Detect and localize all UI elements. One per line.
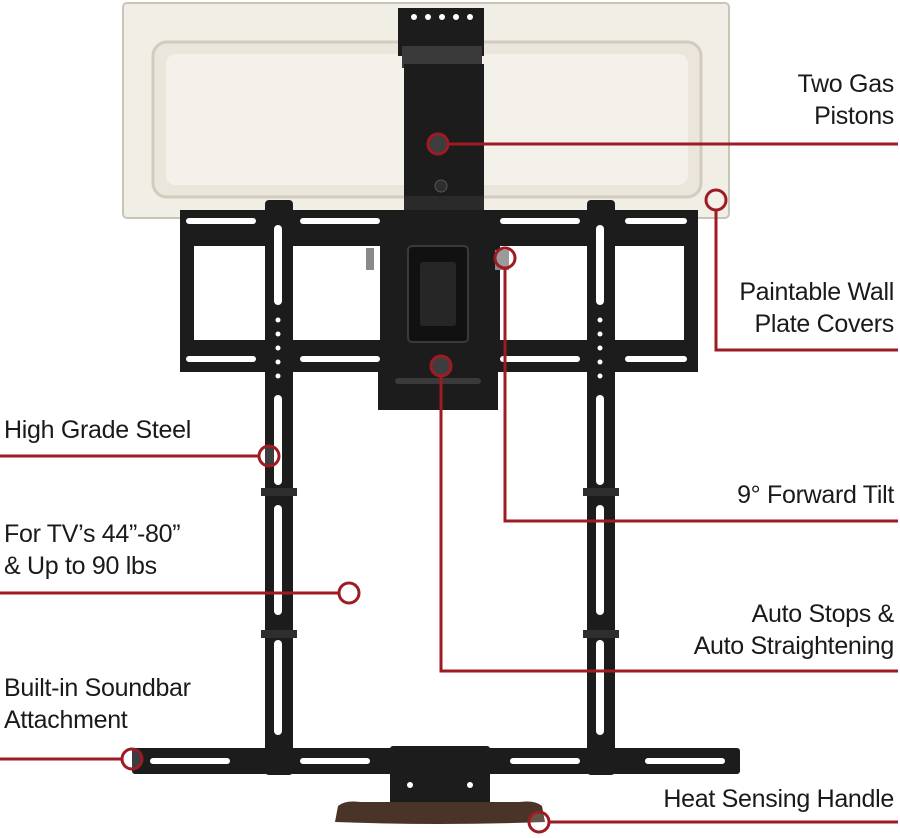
label-line: Auto Stops & bbox=[751, 600, 895, 628]
label-line: Two Gas bbox=[797, 70, 894, 98]
label-line: High Grade Steel bbox=[4, 416, 191, 444]
label-line: Built-in Soundbar bbox=[4, 674, 191, 702]
callout-marker-wall-plate bbox=[704, 188, 728, 212]
tv-bracket-left bbox=[261, 200, 297, 775]
callout-marker-tilt bbox=[493, 246, 517, 270]
label-line: 9° Forward Tilt bbox=[737, 481, 894, 509]
tv-bracket-right bbox=[583, 200, 619, 775]
callout-marker-tv-size bbox=[337, 581, 361, 605]
label-line: Heat Sensing Handle bbox=[663, 785, 894, 813]
label-line: & Up to 90 lbs bbox=[4, 552, 157, 580]
label-line: Pistons bbox=[814, 102, 894, 130]
callout-line-auto-stops bbox=[439, 376, 898, 673]
callout-marker-auto-stops bbox=[429, 354, 453, 378]
label-steel: High Grade Steel bbox=[4, 414, 191, 446]
callout-line-tilt bbox=[503, 268, 898, 523]
callout-marker-soundbar bbox=[120, 747, 144, 771]
label-gas-pistons: Two Gas Pistons bbox=[797, 68, 894, 132]
callout-marker-steel bbox=[257, 444, 281, 468]
callout-line-wall-plate bbox=[714, 210, 898, 352]
label-wall-plate: Paintable Wall Plate Covers bbox=[739, 276, 894, 340]
label-line: For TV’s 44”-80” bbox=[4, 520, 181, 548]
label-soundbar: Built-in Soundbar Attachment bbox=[4, 672, 191, 736]
label-line: Attachment bbox=[4, 706, 128, 734]
bottom-handle bbox=[335, 746, 545, 824]
mounting-frame bbox=[180, 210, 698, 410]
label-handle: Heat Sensing Handle bbox=[663, 783, 894, 815]
label-line: Auto Straightening bbox=[693, 632, 895, 660]
callout-marker-handle bbox=[527, 810, 551, 834]
label-line: Plate Covers bbox=[754, 310, 894, 338]
label-tv-size: For TV’s 44”-80” & Up to 90 lbs bbox=[4, 518, 181, 582]
label-tilt: 9° Forward Tilt bbox=[737, 479, 894, 511]
gas-piston-housing bbox=[398, 8, 484, 210]
label-line: Paintable Wall bbox=[739, 278, 894, 306]
label-auto-stops: Auto Stops & Auto Straightening bbox=[693, 598, 895, 662]
callout-marker-gas-pistons bbox=[426, 132, 450, 156]
